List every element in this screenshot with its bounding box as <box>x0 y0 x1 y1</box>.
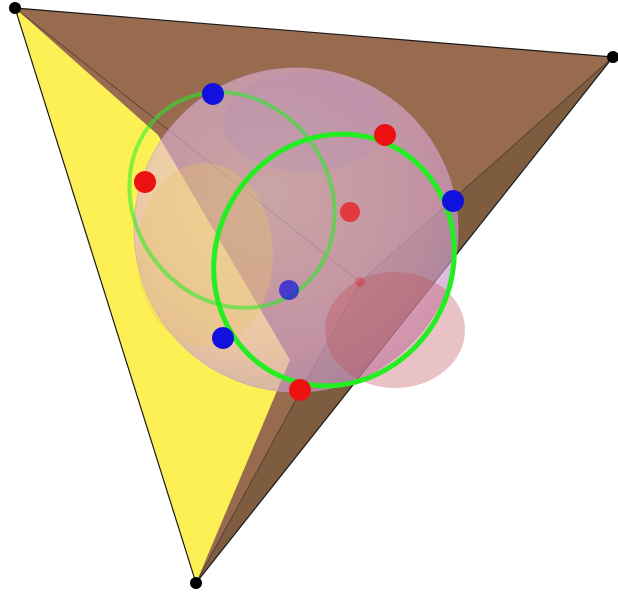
point-red-3 <box>340 202 360 222</box>
tangency-patch-back <box>223 72 387 172</box>
point-blue-3 <box>279 280 299 300</box>
tangency-patch-left <box>137 163 273 347</box>
tangency-patch-right <box>325 272 465 388</box>
great-circle-front <box>211 131 457 389</box>
vertex-bottom <box>190 577 202 589</box>
point-red-2 <box>374 124 396 146</box>
edge-top <box>14 7 614 58</box>
point-red-1 <box>134 171 156 193</box>
point-red-4 <box>289 379 311 401</box>
edge-left <box>14 7 197 584</box>
point-center <box>355 277 365 287</box>
sphere-points <box>134 83 464 401</box>
point-blue-2 <box>442 190 464 212</box>
vertex-top-left <box>9 2 21 14</box>
point-blue-4 <box>212 327 234 349</box>
vertex-top-right <box>607 51 618 63</box>
point-blue-1 <box>202 83 224 105</box>
tetrahedron-vertices <box>9 2 618 589</box>
